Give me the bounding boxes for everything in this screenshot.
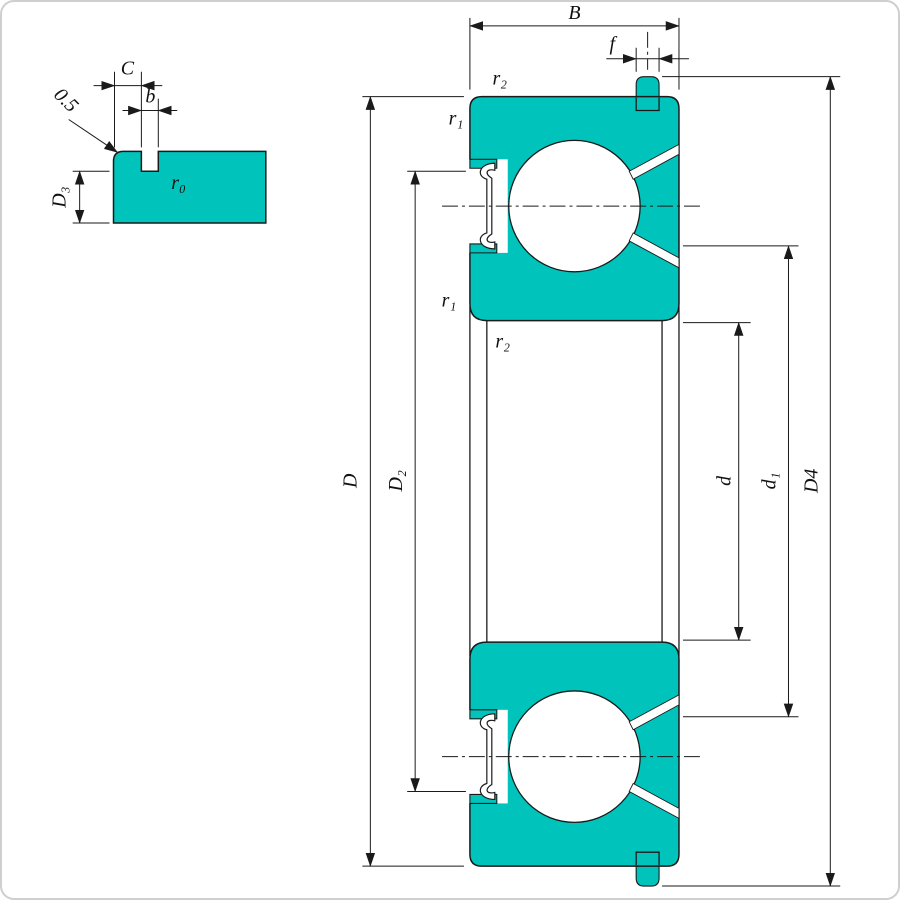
- bore-edge-lines: [469, 306, 680, 657]
- center-lines: [442, 31, 703, 758]
- dim-label-f: f: [610, 33, 618, 55]
- dim-label-chamfer: 0.5: [49, 84, 82, 117]
- dim-label-d: d: [714, 476, 736, 486]
- detail-view: C b 0.5 r₀ D₃: [49, 58, 267, 224]
- ring-gap-upper: [628, 143, 680, 180]
- dim-label-r1-mid: r₁: [442, 290, 457, 312]
- dimension-D2: D₂: [385, 170, 466, 793]
- dim-label-D: D: [339, 473, 361, 489]
- dimension-d1: d₁: [682, 245, 799, 718]
- dim-label-B: B: [568, 2, 580, 24]
- dimension-D4: D4: [662, 75, 841, 887]
- dim-label-r1-top: r₁: [449, 107, 464, 129]
- dimension-f: f: [606, 33, 689, 72]
- ring-gap-lower: [628, 232, 680, 269]
- dimension-C: C: [93, 58, 163, 148]
- dim-label-d1: d₁: [759, 472, 781, 489]
- dim-label-D2: D₂: [385, 470, 407, 492]
- dim-label-r2-mid: r₂: [495, 330, 510, 352]
- dim-label-b: b: [145, 86, 155, 108]
- dim-label-C: C: [121, 58, 135, 80]
- dim-label-D3: D₃: [49, 186, 71, 208]
- snap-ring-tab: [635, 76, 660, 99]
- bearing-section-bottom: [468, 641, 680, 887]
- snap-ring-groove-lines: [635, 97, 660, 112]
- dimension-d: d: [682, 321, 751, 641]
- dim-label-D4: D4: [800, 469, 822, 494]
- dim-label-r2-top: r₂: [492, 68, 507, 90]
- main-view: B f D D₂ d: [339, 2, 841, 887]
- dim-label-r0: r₀: [171, 172, 186, 194]
- dimension-D: D: [339, 95, 464, 867]
- bearing-section-top: [468, 76, 680, 322]
- dimension-D3: D₃: [49, 170, 110, 224]
- shield: [479, 162, 496, 250]
- dimension-B: B: [469, 2, 680, 90]
- dimension-b: b: [122, 86, 178, 148]
- chamfer-callout: 0.5: [49, 84, 119, 153]
- groove-detail-shape: [112, 150, 267, 224]
